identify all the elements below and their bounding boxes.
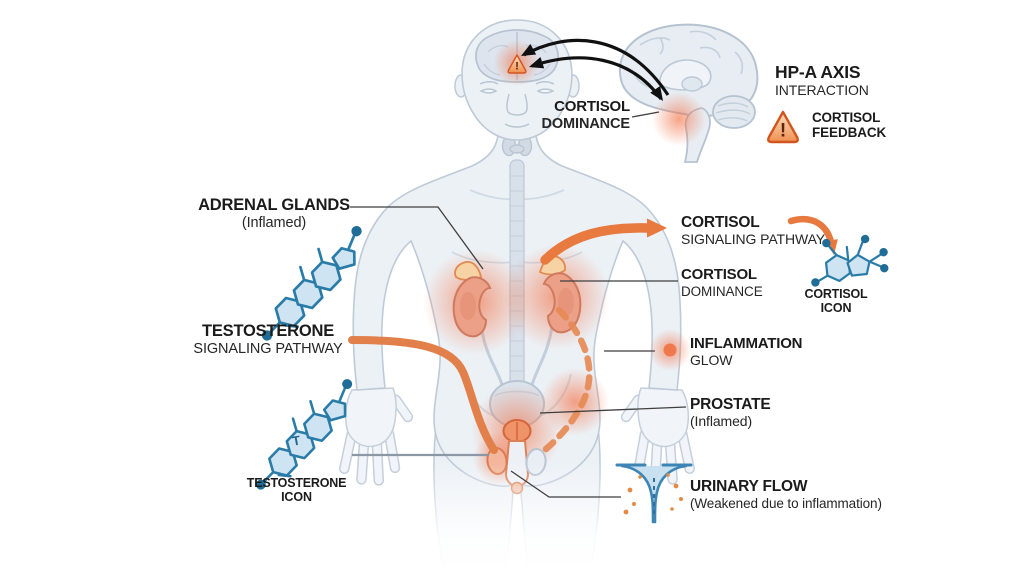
testosterone-letter-molecule-icon: T xyxy=(233,376,375,493)
inflammation-glow-dot xyxy=(649,329,691,371)
cortisol-pathway-arrow xyxy=(540,218,667,265)
adrenal-glands-sub: (Inflamed) xyxy=(241,214,307,231)
bottom-fade xyxy=(400,462,640,572)
urinary-flow-sub: (Weakened due to inflammation) xyxy=(690,495,882,511)
feedback-arrows xyxy=(521,38,670,101)
testosterone-letter: T xyxy=(291,432,301,448)
prostate-label: PROSTATE (Inflamed) xyxy=(690,396,771,429)
right-hand xyxy=(620,387,695,486)
prostate-title: PROSTATE xyxy=(690,396,771,413)
hpa-axis-title: HP-A AXIS xyxy=(775,62,861,82)
cortisol-icon-title: CORTISOL xyxy=(804,287,868,301)
urinary-flow-title: URINARY FLOW xyxy=(690,478,808,495)
cortisol-dominance-body-title: CORTISOL xyxy=(681,266,757,283)
testosterone-pathway-sub: SIGNALING PATHWAY xyxy=(193,340,343,357)
pointer-lines xyxy=(350,111,687,498)
cortisol-dominance-head-title: CORTISOL xyxy=(554,98,630,115)
testosterone-pathway-label: TESTOSTERONE SIGNALING PATHWAY xyxy=(168,322,368,357)
adrenal-glands-title: ADRENAL GLANDS xyxy=(198,196,350,214)
inflammation-glow-label: INFLAMMATION GLOW xyxy=(690,335,803,369)
cortisol-dominance-body-sub: DOMINANCE xyxy=(681,283,763,299)
cortisol-feedback-label: CORTISOL FEEDBACK xyxy=(812,110,886,141)
testosterone-pathway-line xyxy=(348,336,498,454)
inflammation-glow-title: INFLAMMATION xyxy=(690,335,803,352)
cortisol-pathway-label: CORTISOL SIGNALING PATHWAY xyxy=(681,214,825,247)
cortisol-icon-label: CORTISOL ICON xyxy=(773,287,899,315)
testosterone-pathway-title: TESTOSTERONE xyxy=(201,322,335,340)
face-features xyxy=(479,81,555,128)
adrenal-glands-label: ADRENAL GLANDS (Inflamed) xyxy=(174,196,374,231)
kidneys-adrenals xyxy=(452,255,582,338)
testosterone-icon-title: TESTOSTERONE xyxy=(246,476,347,490)
cortisol-dominance-body-label: CORTISOL DOMINANCE xyxy=(681,266,763,299)
inflammation-glow-sub: GLOW xyxy=(690,351,733,368)
cortisol-icon-sub: ICON xyxy=(820,301,852,316)
cortisol-feedback-sub: FEEDBACK xyxy=(812,125,887,141)
prostate-sub: (Inflamed) xyxy=(690,412,753,429)
cortisol-feedback-title: CORTISOL xyxy=(812,110,881,125)
cortisol-molecule-icon xyxy=(811,234,889,287)
urinary-funnel-icon xyxy=(615,463,693,524)
sagittal-brain-illustration xyxy=(618,23,759,163)
cortisol-dominance-head-sub: DOMINANCE xyxy=(541,115,630,132)
testosterone-icon-label: TESTOSTERONE ICON xyxy=(214,476,379,504)
cortisol-dominance-head-label: CORTISOL DOMINANCE xyxy=(496,98,630,132)
cortisol-pathway-title: CORTISOL xyxy=(681,214,760,231)
hpa-axis-label: HP-A AXIS INTERACTION xyxy=(775,62,869,99)
cortisol-pathway-sub: SIGNALING PATHWAY xyxy=(681,230,826,247)
urinary-flow-label: URINARY FLOW (Weakened due to inflammati… xyxy=(690,478,882,511)
hpa-axis-sub: INTERACTION xyxy=(775,81,869,98)
cortisol-dashed-arc xyxy=(542,306,593,453)
hands xyxy=(339,387,695,486)
testosterone-icon-sub: ICON xyxy=(281,490,312,505)
feedback-warning-icon xyxy=(767,110,799,144)
left-hand xyxy=(339,387,414,486)
